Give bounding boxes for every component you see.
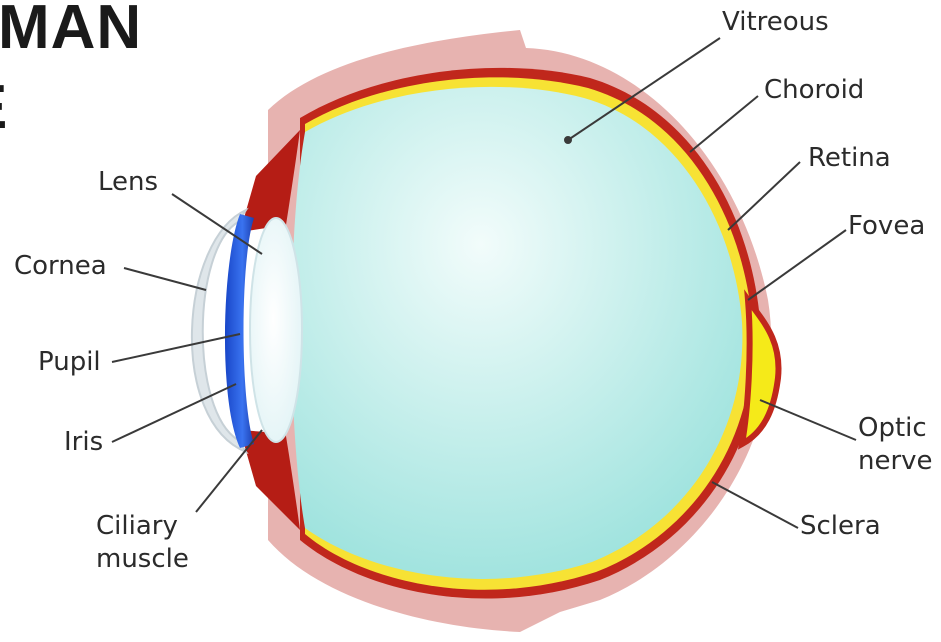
label-pupil: Pupil [38,346,101,379]
label-optic-nerve: Optic nerve [858,412,933,477]
label-ciliary-muscle-line2: muscle [96,543,189,576]
optic-nerve-shape [742,300,779,444]
label-vitreous: Vitreous [722,6,829,39]
label-lens: Lens [98,166,158,199]
optic-nerve-leader [760,400,856,440]
retina-leader [728,162,800,230]
fovea-leader [748,230,846,300]
label-sclera: Sclera [800,510,881,543]
label-cornea: Cornea [14,250,107,283]
label-optic-nerve-line1: Optic [858,412,933,445]
sclera-leader [712,482,798,528]
cornea-leader [124,268,206,290]
label-optic-nerve-line2: nerve [858,445,933,478]
label-ciliary-muscle-line1: Ciliary [96,510,189,543]
label-fovea: Fovea [848,210,925,243]
choroid-leader [690,96,758,152]
label-ciliary-muscle: Ciliary muscle [96,510,189,575]
title-line-2: E [0,72,8,143]
label-choroid: Choroid [764,74,864,107]
pupil-leader [112,334,240,362]
vitreous-body [291,87,742,579]
vitreous-dot [565,137,571,143]
title-line-1: MAN [0,0,142,63]
label-retina: Retina [808,142,891,175]
label-iris: Iris [64,426,103,459]
